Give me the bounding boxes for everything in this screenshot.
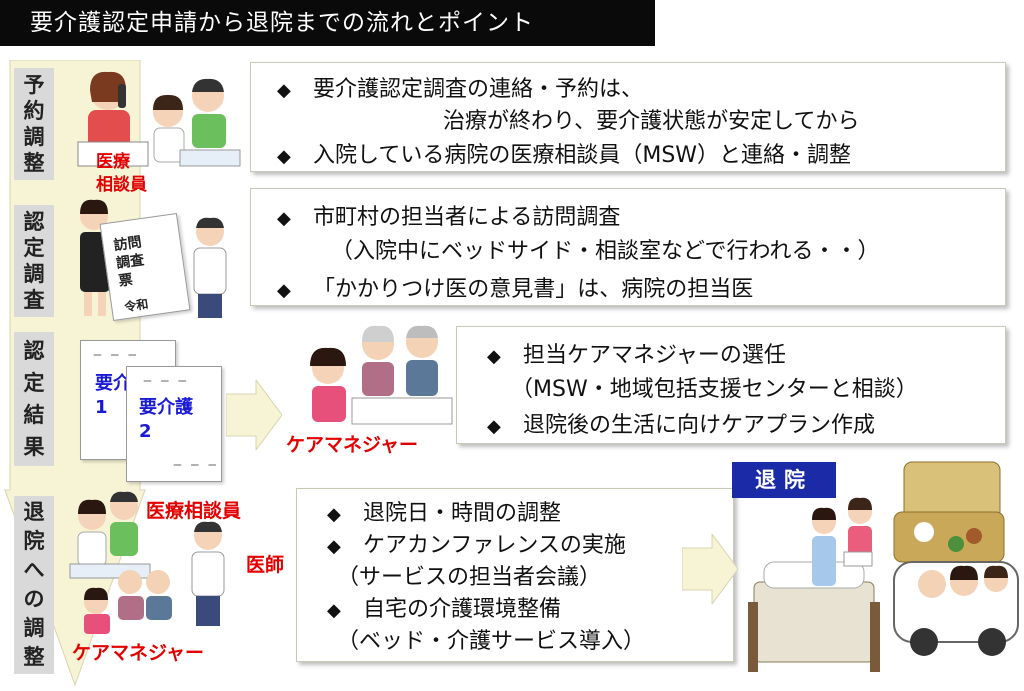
doctor-label: 医師	[246, 554, 285, 576]
caremanager-label-2: ケアマネジャー	[72, 642, 205, 664]
certificate-doc-1-level: 要介	[95, 373, 131, 394]
step-label-investigation: 認定調査	[14, 205, 54, 317]
discharge-home-illustration	[748, 461, 1019, 672]
box2-line2: （入院中にベッドサイド・相談室などで行われる・・）	[331, 239, 880, 264]
msw-label-1b: 相談員	[96, 175, 147, 195]
box2-line3: 「かかりつけ医の意見書」は、病院の担当医	[313, 277, 754, 302]
investigation-form: 訪問調査票 令和	[99, 213, 191, 321]
investigation-points-box: ◆ 市町村の担当者による訪問調査 （入院中にベッドサイド・相談室などで行われる・…	[250, 188, 1006, 306]
discharge-badge: 退院	[732, 462, 836, 498]
arrow-right-icon	[682, 534, 738, 604]
certificate-doc-2: ‒ ‒ ‒ 要介護 2 ‒ ‒ ‒	[126, 366, 222, 482]
bullet-icon: ◆	[277, 146, 291, 167]
caremanager-meeting-illustration	[310, 325, 453, 425]
investigation-form-reiwa: 令和	[123, 296, 150, 315]
caremanager-label-1: ケアマネジャー	[286, 434, 419, 456]
msw-phone-illustration	[77, 71, 241, 167]
bullet-icon: ◆	[487, 346, 501, 367]
bullet-icon: ◆	[327, 504, 341, 525]
box4-line2: ケアカンファレンスの実施	[363, 533, 626, 558]
box4-line3: （サービスの担当者会議）	[337, 565, 602, 590]
result-points-box: ◆ 担当ケアマネジャーの選任 （MSW・地域包括支援センターと相談） ◆ 退院後…	[456, 326, 1006, 444]
bullet-icon: ◆	[277, 280, 291, 301]
certificate-doc-1-num: 1	[95, 397, 108, 418]
page-title: 要介護認定申請から退院までの流れとポイント	[0, 0, 655, 46]
arrow-right-icon	[226, 380, 282, 450]
bullet-icon: ◆	[327, 536, 341, 557]
discharge-team-illustration	[69, 491, 225, 634]
certificate-doc-2-num: 2	[139, 421, 152, 442]
box4-line4: 自宅の介護環境整備	[363, 597, 562, 622]
investigation-illustration	[80, 199, 227, 318]
step-label-discharge: 退院への調整	[14, 496, 54, 674]
reservation-points-box: ◆ 要介護認定調査の連絡・予約は、 治療が終わり、要介護状態が安定してから ◆ …	[250, 62, 1006, 172]
msw-label-1a: 医療	[96, 152, 130, 172]
bullet-icon: ◆	[277, 208, 291, 229]
msw-label-2: 医療相談員	[146, 500, 242, 522]
box1-line1: 要介護認定調査の連絡・予約は、	[313, 77, 644, 102]
box3-line1: 担当ケアマネジャーの選任	[523, 343, 786, 368]
investigation-form-title: 訪問調査票	[112, 234, 146, 290]
bullet-icon: ◆	[327, 600, 341, 621]
box3-line3: 退院後の生活に向けケアプラン作成	[523, 413, 876, 438]
box2-line1: 市町村の担当者による訪問調査	[313, 205, 621, 230]
step-label-reservation: 予約調整	[14, 68, 54, 180]
box1-line3: 入院している病院の医療相談員（MSW）と連絡・調整	[313, 143, 852, 168]
box1-line2: 治療が終わり、要介護状態が安定してから	[443, 109, 860, 134]
step-label-result: 認定結果	[14, 332, 54, 466]
box4-line5: （ベッド・介護サービス導入）	[337, 629, 646, 654]
certificate-doc-2-level: 要介護	[139, 397, 193, 418]
discharge-points-box: ◆ 退院日・時間の調整 ◆ ケアカンファレンスの実施 （サービスの担当者会議） …	[296, 488, 734, 662]
box3-line2: （MSW・地域包括支援センターと相談）	[511, 377, 918, 402]
box4-line1: 退院日・時間の調整	[363, 501, 562, 526]
bullet-icon: ◆	[487, 416, 501, 437]
bullet-icon: ◆	[277, 80, 291, 101]
